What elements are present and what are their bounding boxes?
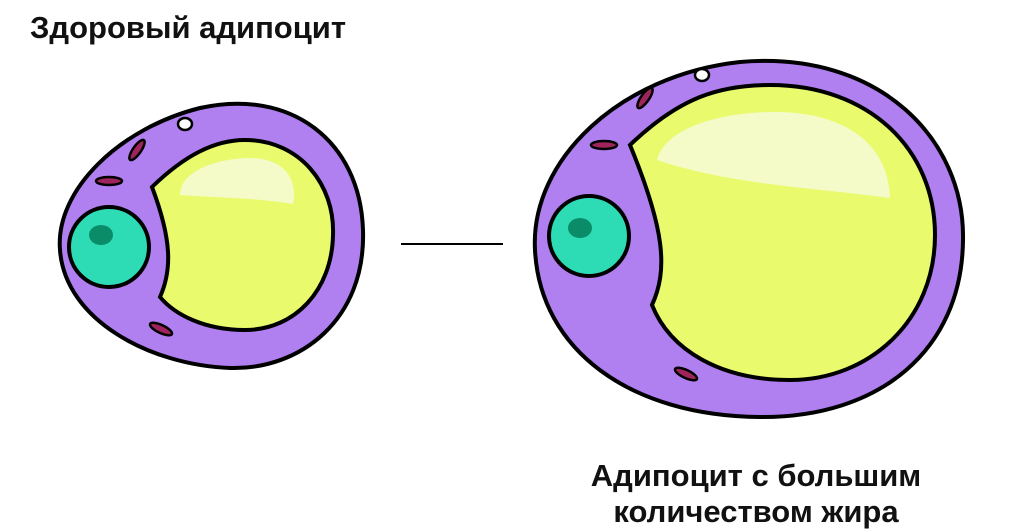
vesicle xyxy=(176,116,194,132)
mitochondrion xyxy=(673,366,699,382)
fat-highlight xyxy=(180,158,295,204)
mitochondrion xyxy=(636,86,654,110)
enlarged-adipocyte-label: Адипоцит с большим количеством жира xyxy=(556,458,956,530)
enlarged-label-line2: количеством жира xyxy=(613,494,899,529)
mitochondrion xyxy=(148,321,174,337)
healthy-adipocyte-label: Здоровый адипоцит xyxy=(30,10,347,45)
mitochondrion xyxy=(128,138,146,162)
vesicle xyxy=(693,67,711,83)
nucleus xyxy=(547,194,631,278)
enlarged-label-line1: Адипоцит с большим xyxy=(590,458,922,493)
nucleolus xyxy=(89,225,113,245)
healthy-adipocite xyxy=(57,101,366,371)
enlarged-adipocyte xyxy=(532,58,966,420)
nucleolus xyxy=(568,218,592,238)
fat-highlight xyxy=(657,112,890,198)
mitochondrion xyxy=(94,175,124,187)
nucleus xyxy=(67,205,151,289)
mitochondrion xyxy=(589,139,619,151)
